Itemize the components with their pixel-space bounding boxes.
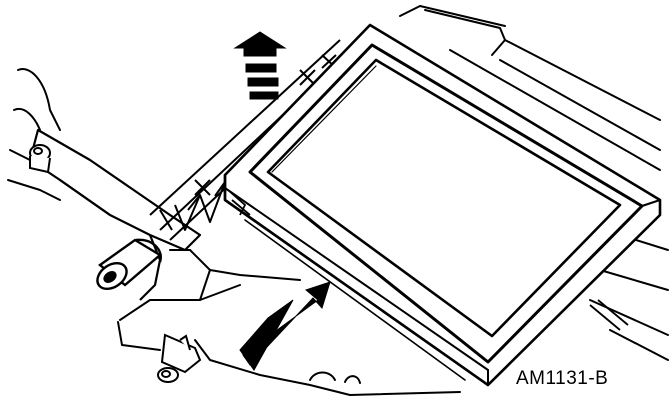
filter-seal-corner — [227, 189, 251, 216]
hinge-pin — [96, 238, 163, 291]
insertion-arrow — [239, 281, 331, 371]
air-filter-element — [223, 23, 662, 387]
bottom-clip — [157, 333, 202, 383]
housing-right-detail — [589, 299, 629, 331]
bracket-bolt — [29, 144, 51, 174]
removal-up-arrow — [233, 31, 287, 100]
figure-caption: AM1131-B — [516, 368, 609, 389]
